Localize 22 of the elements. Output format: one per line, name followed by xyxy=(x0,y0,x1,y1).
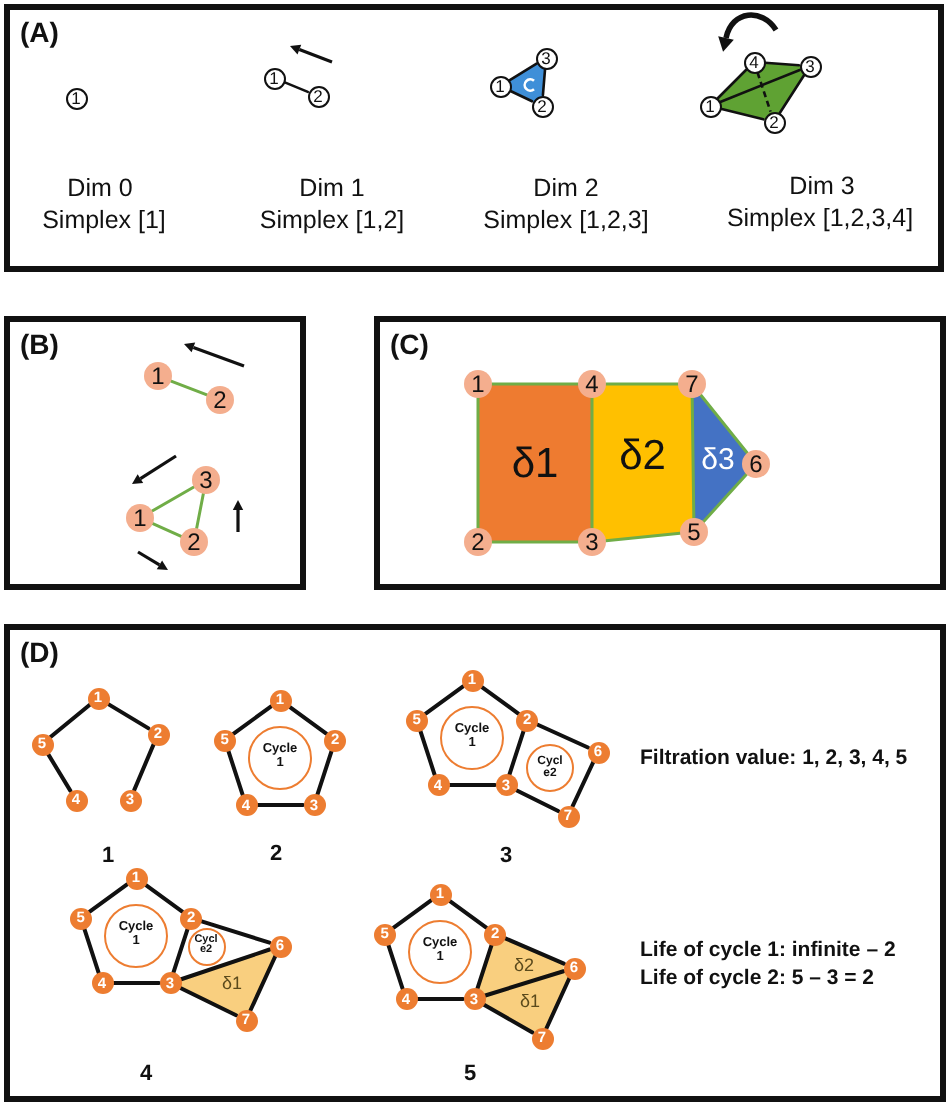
annotation-text: Life of cycle 2: 5 – 3 = 2 xyxy=(640,968,875,992)
simplex-caption: Simplex [1,2,3] xyxy=(483,208,649,236)
simplex-caption: Dim 3 xyxy=(789,174,855,202)
step-number: 2 xyxy=(269,841,283,867)
simplex-caption: Dim 0 xyxy=(67,176,133,204)
simplex-caption: Dim 2 xyxy=(533,176,599,204)
region-label: δ1 xyxy=(222,974,242,992)
step-number: 1 xyxy=(101,843,115,869)
step-number: 3 xyxy=(499,843,513,869)
panel-heading: (B) xyxy=(20,330,59,358)
panel-heading: (A) xyxy=(20,18,59,46)
simplex-caption: Simplex [1,2,3,4] xyxy=(726,206,914,234)
simplex-caption: Dim 1 xyxy=(299,176,365,204)
panel-heading: (D) xyxy=(20,638,59,666)
panel-heading: (C) xyxy=(390,330,429,358)
annotation-text: Filtration value: 1, 2, 3, 4, 5 xyxy=(640,748,908,772)
annotation-text: Life of cycle 1: infinite – 2 xyxy=(640,940,896,964)
simplex-caption: Simplex [1] xyxy=(42,208,166,236)
simplex-caption: Simplex [1,2] xyxy=(259,208,405,236)
region-label: δ3 xyxy=(701,445,735,475)
step-number: 4 xyxy=(139,1061,153,1087)
step-number: 5 xyxy=(463,1061,477,1087)
